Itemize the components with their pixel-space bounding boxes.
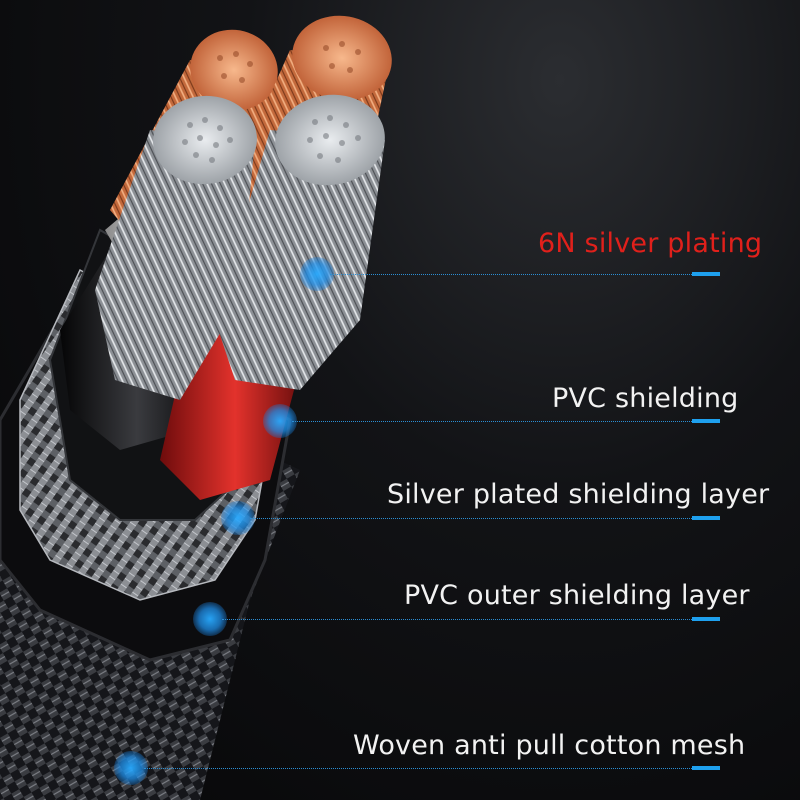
callout-label-pvc-shielding: PVC shielding bbox=[552, 383, 739, 414]
callout-line-pvc-outer bbox=[222, 619, 720, 620]
copper-end-left bbox=[190, 29, 278, 111]
callout-label-silver-braid: Silver plated shielding layer bbox=[387, 479, 770, 510]
callout-line-cotton-mesh bbox=[144, 768, 720, 769]
callout-line-pvc-shielding bbox=[292, 421, 720, 422]
callout-tick-silver-plating bbox=[692, 272, 720, 276]
callout-marker-pvc-outer bbox=[193, 602, 227, 636]
silver-conductor-left bbox=[95, 130, 255, 400]
callout-line-silver-braid bbox=[250, 518, 720, 519]
silver-end-right bbox=[275, 94, 385, 186]
silver-end-left bbox=[153, 95, 257, 185]
callout-marker-silver-plating bbox=[300, 257, 334, 291]
copper-end-right bbox=[292, 15, 392, 101]
callout-tick-pvc-outer bbox=[692, 617, 720, 621]
callout-label-silver-plating: 6N silver plating bbox=[538, 228, 763, 259]
callout-label-pvc-outer: PVC outer shielding layer bbox=[404, 580, 750, 611]
callout-line-silver-plating bbox=[330, 274, 720, 275]
callout-tick-pvc-shielding bbox=[692, 419, 720, 423]
callout-marker-cotton-mesh bbox=[114, 751, 148, 785]
silver-conductor-right bbox=[215, 130, 385, 390]
callout-label-cotton-mesh: Woven anti pull cotton mesh bbox=[353, 730, 746, 761]
callout-tick-silver-braid bbox=[692, 516, 720, 520]
callout-marker-pvc-shielding bbox=[263, 404, 297, 438]
callout-tick-cotton-mesh bbox=[692, 766, 720, 770]
callout-marker-silver-braid bbox=[221, 501, 255, 535]
